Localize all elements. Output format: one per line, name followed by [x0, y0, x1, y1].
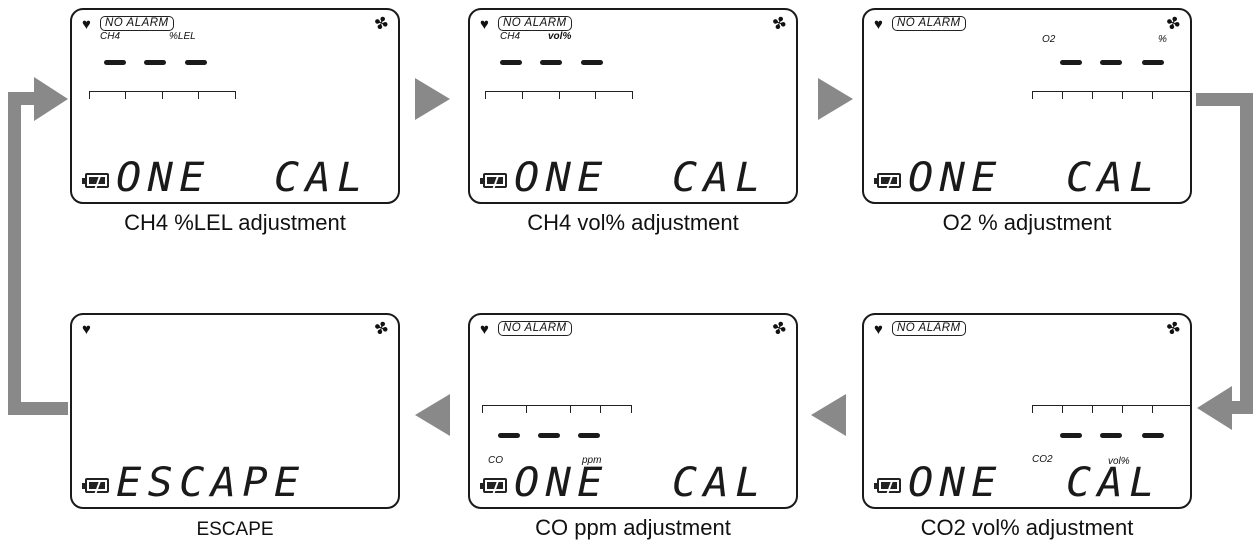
- heart-icon: ♥: [874, 16, 883, 33]
- bar-scale: [482, 405, 632, 414]
- heart-icon: ♥: [82, 16, 91, 33]
- unit-label: ppm: [582, 455, 602, 466]
- reading-dash: [1060, 60, 1082, 65]
- unit-label: %LEL: [169, 31, 196, 42]
- reading-dash: [540, 60, 562, 65]
- alarm-status: NO ALARM: [498, 321, 572, 336]
- segment-display-text: ONE CAL: [908, 155, 1161, 201]
- battery-icon: [480, 173, 507, 188]
- battery-icon: [874, 478, 901, 493]
- segment-display-text: ONE CAL: [514, 155, 767, 201]
- reading-dash: [500, 60, 522, 65]
- heart-icon: ♥: [480, 16, 489, 33]
- caption-o2: O2 % adjustment: [942, 210, 1112, 235]
- reading-dash: [578, 433, 600, 438]
- caption-ch4-vol: CH4 vol% adjustment: [527, 210, 739, 235]
- reading-dash: [1142, 433, 1164, 438]
- unit-label: vol%: [1108, 456, 1130, 467]
- reading-dash: [581, 60, 603, 65]
- reading-dash: [1060, 433, 1082, 438]
- unit-label: vol%: [548, 31, 572, 42]
- alarm-status: NO ALARM: [498, 16, 572, 31]
- lcd-screen-escape: ♥ ✤ ESCAPE: [70, 313, 400, 509]
- heart-icon: ♥: [874, 321, 883, 338]
- segment-display-text: ONE CAL: [514, 460, 767, 506]
- bar-scale: [1032, 405, 1190, 414]
- arrow-right-2: [818, 78, 853, 120]
- bar-scale: [1032, 91, 1190, 100]
- lcd-screen-ch4-vol: ♥ NO ALARM ✤ CH4 vol% ONE CAL: [468, 8, 798, 204]
- reading-dash: [538, 433, 560, 438]
- reading-dash: [104, 60, 126, 65]
- caption-ch4-lel: CH4 %LEL adjustment: [124, 210, 346, 235]
- arrow-left-2: [811, 394, 846, 436]
- lcd-screen-co: ♥ NO ALARM ✤ CO ppm ONE CAL: [468, 313, 798, 509]
- gas-label: CH4: [500, 31, 521, 42]
- battery-icon: [82, 173, 109, 188]
- alarm-status: NO ALARM: [892, 16, 966, 31]
- alarm-status: NO ALARM: [100, 16, 174, 31]
- bar-scale: [89, 91, 236, 100]
- alarm-status: NO ALARM: [892, 321, 966, 336]
- heart-icon: ♥: [480, 321, 489, 338]
- lcd-screen-o2: ♥ NO ALARM ✤ O2 % ONE CAL: [862, 8, 1192, 204]
- reading-dash: [1142, 60, 1164, 65]
- battery-icon: [480, 478, 507, 493]
- unit-label: %: [1158, 34, 1167, 45]
- gas-label: CO2: [1032, 454, 1053, 465]
- segment-display-text: ONE CAL: [116, 155, 369, 201]
- lcd-screen-ch4-lel: ♥ NO ALARM ✤ CH4 %LEL ONE CAL: [70, 8, 400, 204]
- arrow-right-1: [415, 78, 450, 120]
- caption-escape: ESCAPE: [196, 519, 274, 540]
- gas-label: CH4: [100, 31, 121, 42]
- reading-dash: [1100, 60, 1122, 65]
- reading-dash: [498, 433, 520, 438]
- caption-co2: CO2 vol% adjustment: [920, 515, 1134, 540]
- caption-co: CO ppm adjustment: [535, 515, 731, 540]
- reading-dash: [185, 60, 207, 65]
- arrow-left-1: [415, 394, 450, 436]
- gas-label: O2: [1042, 34, 1056, 45]
- bar-scale: [485, 91, 633, 100]
- reading-dash: [144, 60, 166, 65]
- battery-icon: [82, 478, 109, 493]
- segment-display-text: ONE CAL: [908, 460, 1161, 506]
- gas-label: CO: [488, 455, 503, 466]
- heart-icon: ♥: [82, 321, 91, 338]
- reading-dash: [1100, 433, 1122, 438]
- battery-icon: [874, 173, 901, 188]
- segment-display-text: ESCAPE: [116, 460, 306, 506]
- lcd-screen-co2: ♥ NO ALARM ✤ CO2 vol% ONE CAL: [862, 313, 1192, 509]
